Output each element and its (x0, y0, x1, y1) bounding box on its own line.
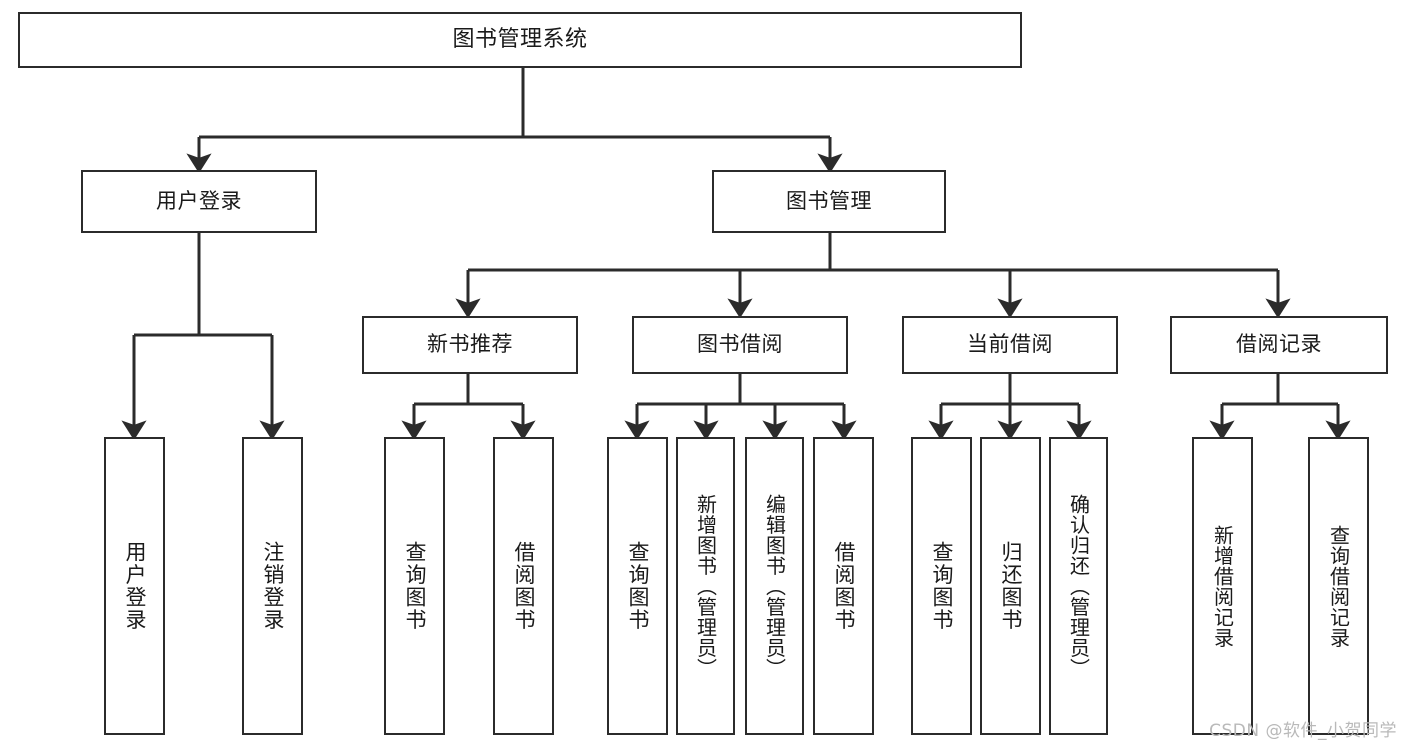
node-label: 注销登录 (260, 541, 285, 631)
node-book-borrow[interactable]: 图书借阅 (632, 316, 848, 374)
node-label: 新书推荐 (427, 332, 513, 357)
leaf-current-query-book[interactable]: 查询图书 (911, 437, 972, 735)
node-label: 查询图书 (625, 541, 650, 631)
csdn-watermark: CSDN @软件_小贺同学 (1209, 721, 1397, 741)
node-label: 借阅记录 (1236, 332, 1322, 357)
leaf-records-add-record[interactable]: 新增借阅记录 (1192, 437, 1253, 735)
node-label: 图书借阅 (697, 332, 783, 357)
leaf-new-book-borrow[interactable]: 借阅图书 (493, 437, 554, 735)
node-label: 用户登录 (156, 188, 242, 213)
node-label: 查询图书 (402, 541, 427, 631)
leaf-new-book-query[interactable]: 查询图书 (384, 437, 445, 735)
node-label: 归还图书 (998, 541, 1023, 631)
leaf-borrow-edit-book-admin[interactable]: 编辑图书（管理员） (745, 437, 804, 735)
node-label: 新增图书（管理员） (693, 493, 718, 679)
node-user-login[interactable]: 用户登录 (81, 170, 317, 233)
leaf-borrow-query-book[interactable]: 查询图书 (607, 437, 668, 735)
node-label: 当前借阅 (967, 332, 1053, 357)
node-label: 新增借阅记录 (1210, 524, 1235, 648)
leaf-records-query-record[interactable]: 查询借阅记录 (1308, 437, 1369, 735)
node-label: 借阅图书 (511, 541, 536, 631)
leaf-borrow-borrow-book[interactable]: 借阅图书 (813, 437, 874, 735)
node-label: 确认归还（管理员） (1066, 493, 1091, 679)
node-borrow-records[interactable]: 借阅记录 (1170, 316, 1388, 374)
node-book-management[interactable]: 图书管理 (712, 170, 946, 233)
node-label: 用户登录 (122, 541, 147, 631)
node-book-management-system[interactable]: 图书管理系统 (18, 12, 1022, 68)
node-label: 图书管理系统 (452, 26, 588, 52)
node-label: 查询图书 (929, 541, 954, 631)
node-label: 借阅图书 (831, 541, 856, 631)
node-current-borrow[interactable]: 当前借阅 (902, 316, 1118, 374)
node-label: 图书管理 (786, 188, 872, 213)
node-new-book-recommend[interactable]: 新书推荐 (362, 316, 578, 374)
leaf-current-confirm-return-admin[interactable]: 确认归还（管理员） (1049, 437, 1108, 735)
node-label: 查询借阅记录 (1326, 524, 1351, 648)
leaf-borrow-add-book-admin[interactable]: 新增图书（管理员） (676, 437, 735, 735)
leaf-user-login-signout[interactable]: 注销登录 (242, 437, 303, 735)
leaf-user-login-signin[interactable]: 用户登录 (104, 437, 165, 735)
node-label: 编辑图书（管理员） (762, 493, 787, 679)
leaf-current-return-book[interactable]: 归还图书 (980, 437, 1041, 735)
